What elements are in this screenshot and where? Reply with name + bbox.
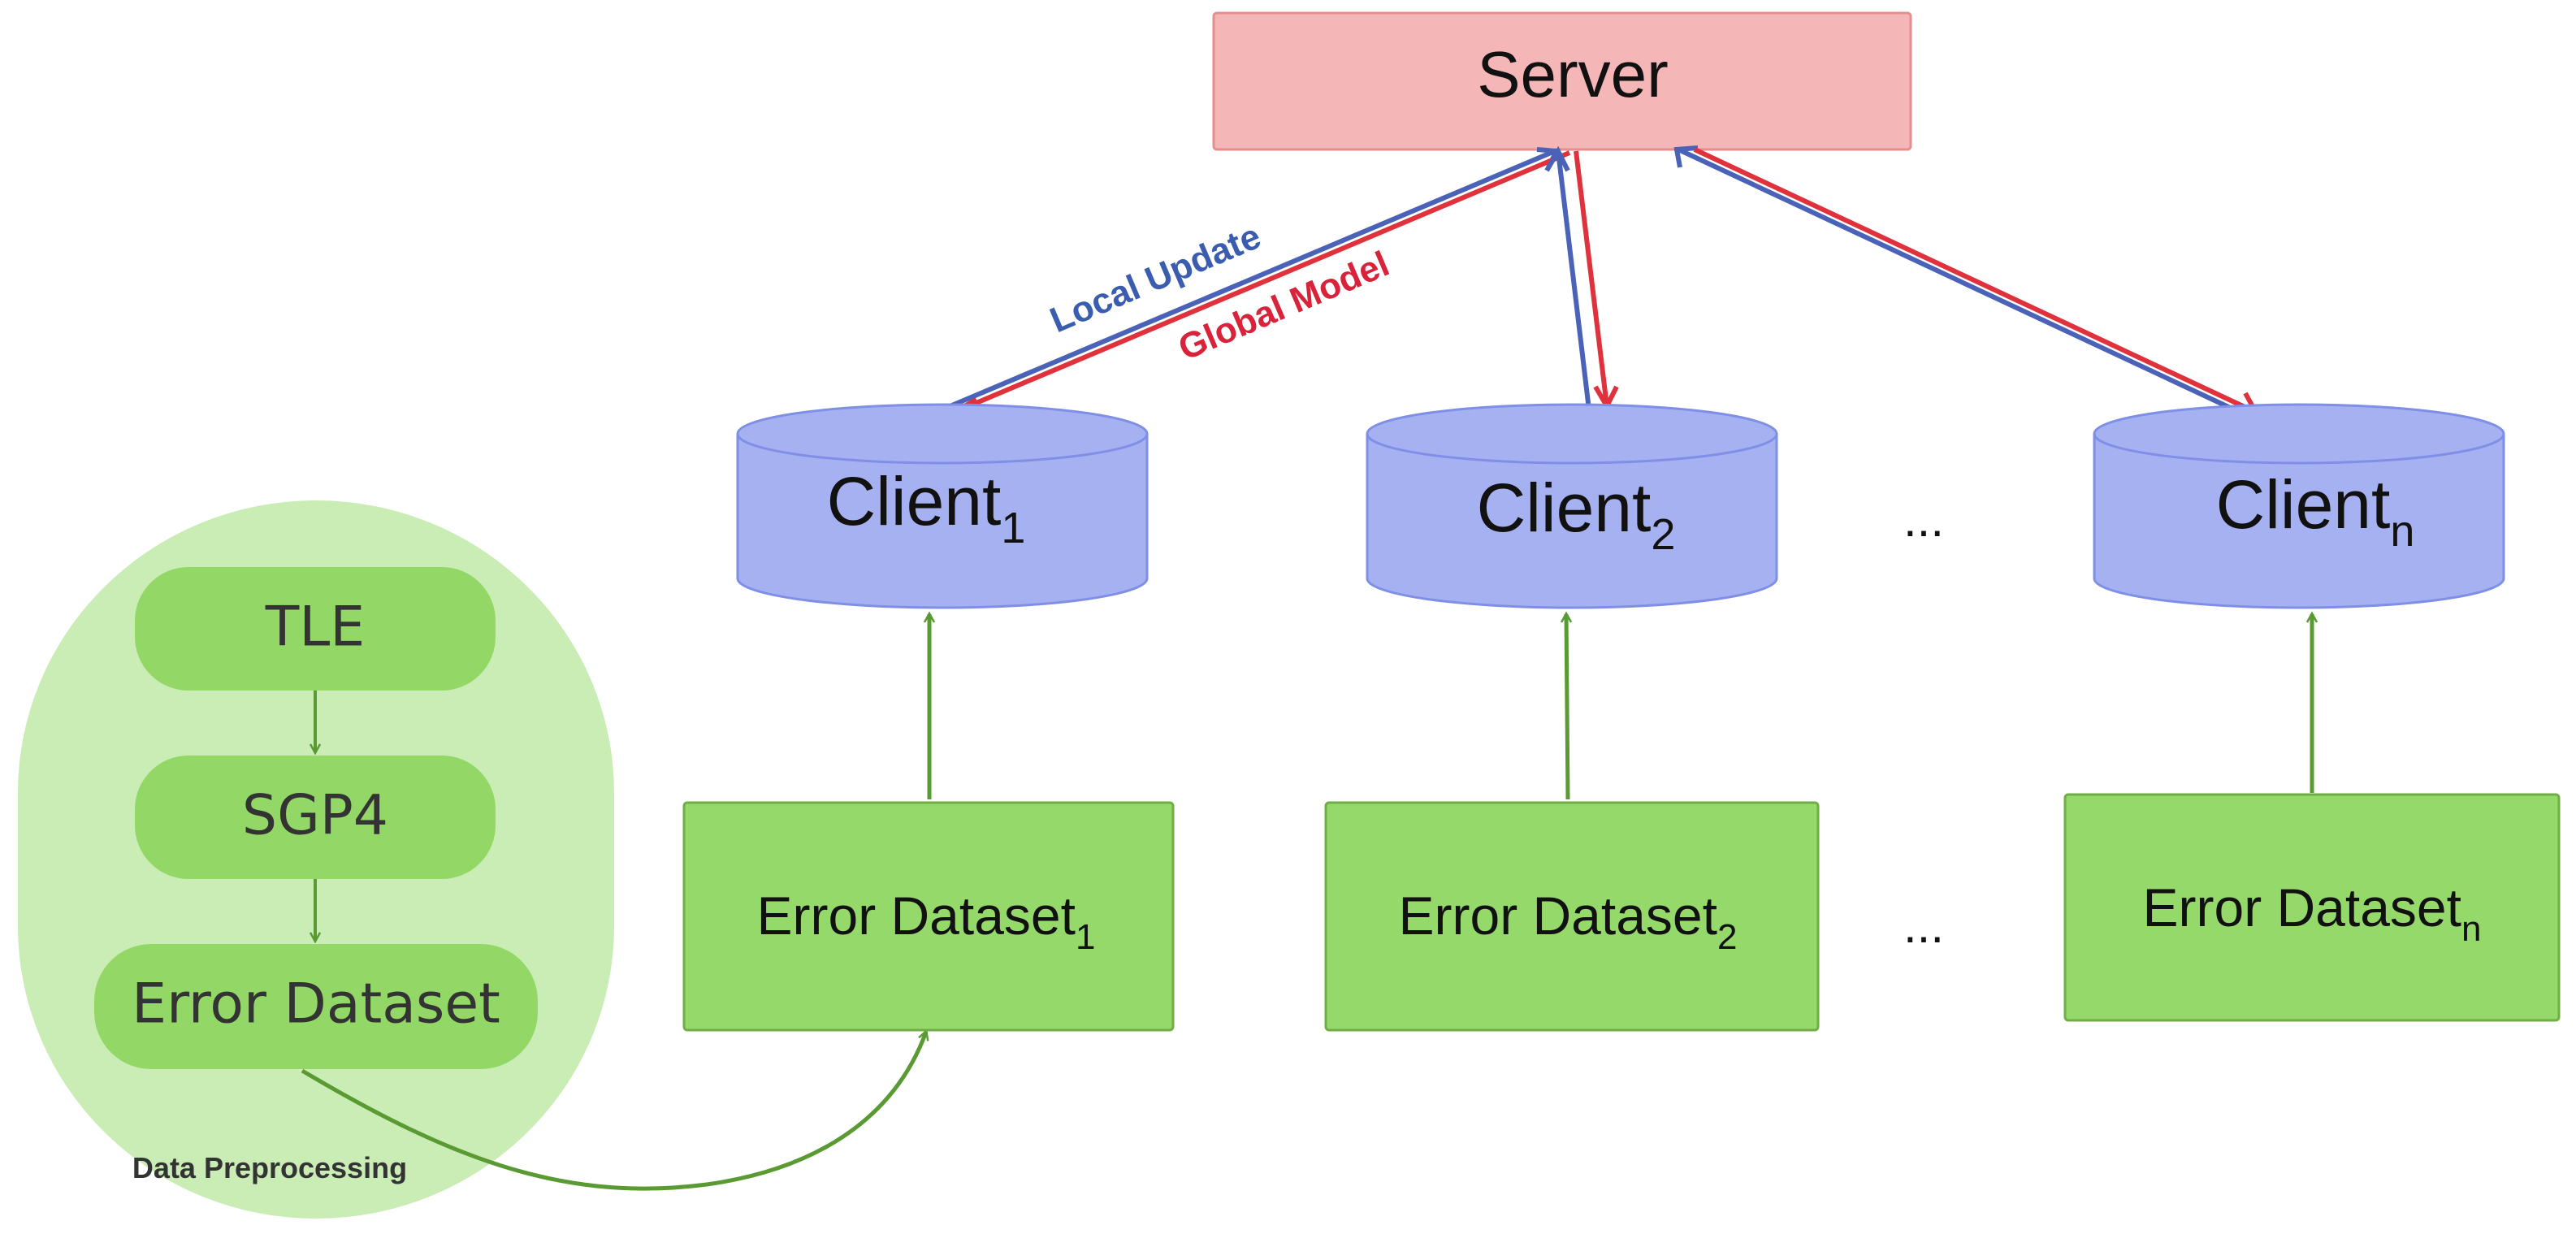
error-dataset-2-node: Error Dataset2 [1324,801,1820,1032]
clients-ellipsis: ... [1903,492,1944,547]
client-1-label: Client1 [827,463,1026,552]
communication-arrows [941,145,2260,417]
client-n-node: Clientn [2093,403,2505,609]
local-update-arrow-client-n [1677,147,2239,413]
preprocessing-step-sgp4: SGP4 [135,756,496,879]
local-update-arrow-client-2 [1556,150,1591,410]
datasets-ellipsis: ... [1903,898,1944,953]
global-model-arrow-client-1 [955,150,1571,413]
preprocessing-step-tle: TLE [135,567,496,691]
client-2-node: Client2 [1366,403,1778,609]
data-preprocessing-panel: TLE SGP4 Error Dataset Data Preprocessin… [18,500,614,1219]
server-label: Server [1477,38,1669,110]
arrow-preprocessing-to-dataset-1 [301,1032,926,1191]
client-1-node: Client1 [736,403,1149,609]
local-update-arrow-client-1 [941,149,1556,412]
error-dataset-1-label: Error Dataset1 [757,885,1096,957]
global-model-arrow-client-n [1693,147,2255,413]
tle-label: TLE [265,595,365,660]
client-n-label: Clientn [2216,466,2415,556]
client-2-label: Client2 [1477,470,1676,559]
arrow-dataset-2-to-client-2 [1566,614,1568,800]
error-dataset-label: Error Dataset [132,972,500,1037]
error-dataset-2-label: Error Dataset2 [1399,885,1738,957]
server-node: Server [1212,11,1912,151]
sgp4-label: SGP4 [242,784,388,848]
error-dataset-1-node: Error Dataset1 [682,801,1175,1032]
global-model-arrow-client-2 [1574,150,1609,407]
error-dataset-n-node: Error Datasetn [2063,793,2561,1022]
data-preprocessing-label: Data Preprocessing [132,1151,407,1184]
error-dataset-n-label: Error Datasetn [2143,877,2482,949]
preprocessing-step-error-dataset: Error Dataset [94,944,538,1069]
